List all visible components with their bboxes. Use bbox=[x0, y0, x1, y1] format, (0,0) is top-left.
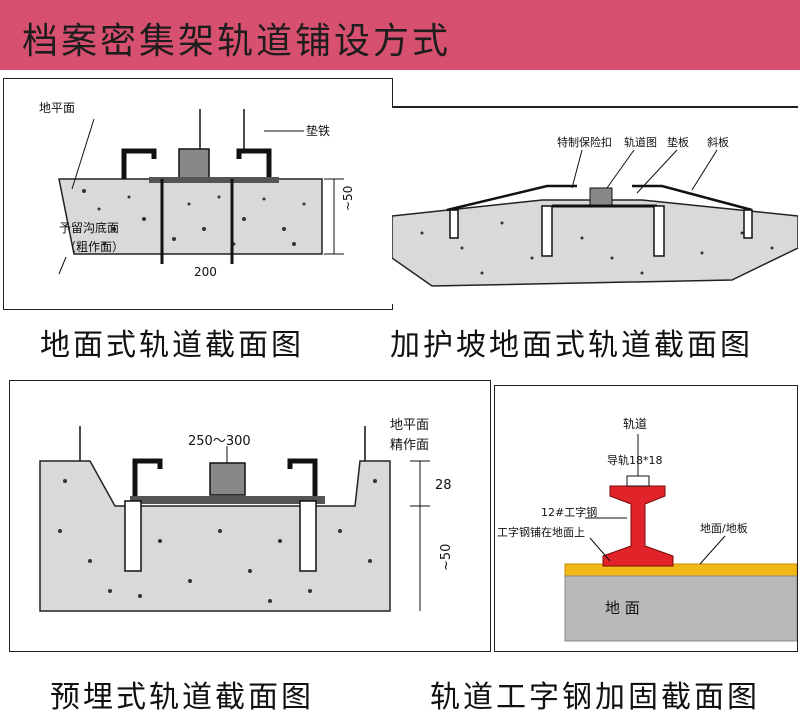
leader-buckle bbox=[571, 149, 583, 189]
rail-block bbox=[589, 187, 613, 207]
label-laid-on-ground: 工字钢铺在地面上 bbox=[497, 525, 585, 539]
guide-rail bbox=[626, 475, 650, 487]
label-safety-buckle: 特制保险扣 bbox=[557, 135, 612, 149]
panel-ibeam-section: 轨道 导轨18*18 12#工字钢 工字钢铺在地面上 地面/地板 地 面 bbox=[494, 385, 798, 652]
caption-ground-section: 地面式轨道截面图 bbox=[40, 328, 304, 363]
rail-channels bbox=[132, 458, 318, 501]
anchor-right bbox=[653, 205, 665, 257]
ground-section-drawing: 地平面 垫铁 予留沟底面 （粗作面） ~50 200 bbox=[39, 101, 355, 279]
concrete-texture bbox=[82, 189, 306, 246]
concrete-texture bbox=[420, 221, 774, 275]
label-fine-surface: 精作面 bbox=[390, 438, 429, 453]
label-depth: ~50 bbox=[341, 186, 355, 211]
page-title: 档案密集架轨道铺设方式 bbox=[22, 21, 452, 62]
i-beam bbox=[602, 485, 674, 567]
label-ramp: 斜板 bbox=[707, 135, 729, 149]
label-floor-board: 地面/地板 bbox=[700, 521, 748, 535]
label-rough-surface: （粗作面） bbox=[64, 240, 124, 254]
label-width: 200 bbox=[194, 265, 217, 279]
ramp-section-drawing: 特制保险扣 轨道图 垫板 斜板 bbox=[392, 135, 798, 287]
trench-walls bbox=[79, 426, 366, 461]
label-rail: 轨道图 bbox=[624, 135, 657, 149]
concrete-slab bbox=[39, 460, 391, 612]
caption-ibeam-section: 轨道工字钢加固截面图 bbox=[430, 680, 760, 715]
embedded-section-drawing: 250～300 地平面 精作面 28 ~50 bbox=[39, 418, 454, 612]
ibeam-section-drawing: 轨道 导轨18*18 12#工字钢 工字钢铺在地面上 地面/地板 地 面 bbox=[497, 417, 797, 642]
anchor-right bbox=[299, 500, 317, 572]
ramp-left bbox=[446, 184, 577, 212]
panel-embedded-section: 250～300 地平面 精作面 28 ~50 bbox=[9, 380, 491, 652]
ground-block bbox=[564, 575, 797, 642]
base-plate bbox=[130, 496, 325, 504]
rail-block bbox=[178, 148, 210, 182]
leader-floor bbox=[699, 535, 726, 565]
caption-ramp-section: 加护坡地面式轨道截面图 bbox=[390, 328, 753, 363]
label-steel: 12#工字钢 bbox=[541, 505, 597, 519]
leader-rail bbox=[606, 149, 635, 189]
label-ground-level: 地平面 bbox=[39, 101, 75, 115]
header-bar: 档案密集架轨道铺设方式 bbox=[0, 0, 800, 70]
floor-board bbox=[564, 563, 797, 577]
anchor-left bbox=[124, 500, 142, 572]
concrete-texture bbox=[58, 479, 377, 603]
caption-embedded-section: 预埋式轨道截面图 bbox=[50, 680, 314, 715]
label-ground: 地 面 bbox=[605, 599, 640, 617]
anchor-left bbox=[541, 205, 553, 257]
leader-shim bbox=[636, 149, 678, 194]
label-shim: 垫铁 bbox=[306, 123, 330, 138]
panel-ground-section: 地平面 垫铁 予留沟底面 （粗作面） ~50 200 bbox=[3, 78, 393, 310]
ramp-bolt-right bbox=[743, 209, 753, 239]
leader-ground bbox=[71, 118, 95, 190]
rail-block bbox=[209, 462, 246, 496]
leader-trench bbox=[58, 256, 67, 275]
label-rail: 轨道 bbox=[623, 417, 647, 431]
label-depth-top: 28 bbox=[435, 478, 452, 493]
label-trench-bottom: 予留沟底面 bbox=[59, 220, 119, 235]
label-ground-level: 地平面 bbox=[390, 418, 429, 433]
ramp-bolt-left bbox=[449, 209, 459, 239]
leader-ramp bbox=[691, 149, 718, 191]
base-plate bbox=[149, 177, 279, 183]
label-span: 250～300 bbox=[188, 434, 251, 449]
ramp-right bbox=[632, 184, 753, 212]
panel-ramp-section: 特制保险扣 轨道图 垫板 斜板 bbox=[392, 106, 798, 304]
label-shim: 垫板 bbox=[667, 135, 689, 149]
concrete-ground bbox=[392, 199, 798, 287]
label-guide-rail: 导轨18*18 bbox=[607, 453, 663, 467]
label-depth: ~50 bbox=[439, 544, 454, 571]
leader-laid bbox=[589, 537, 611, 562]
rail-channels bbox=[121, 148, 272, 179]
